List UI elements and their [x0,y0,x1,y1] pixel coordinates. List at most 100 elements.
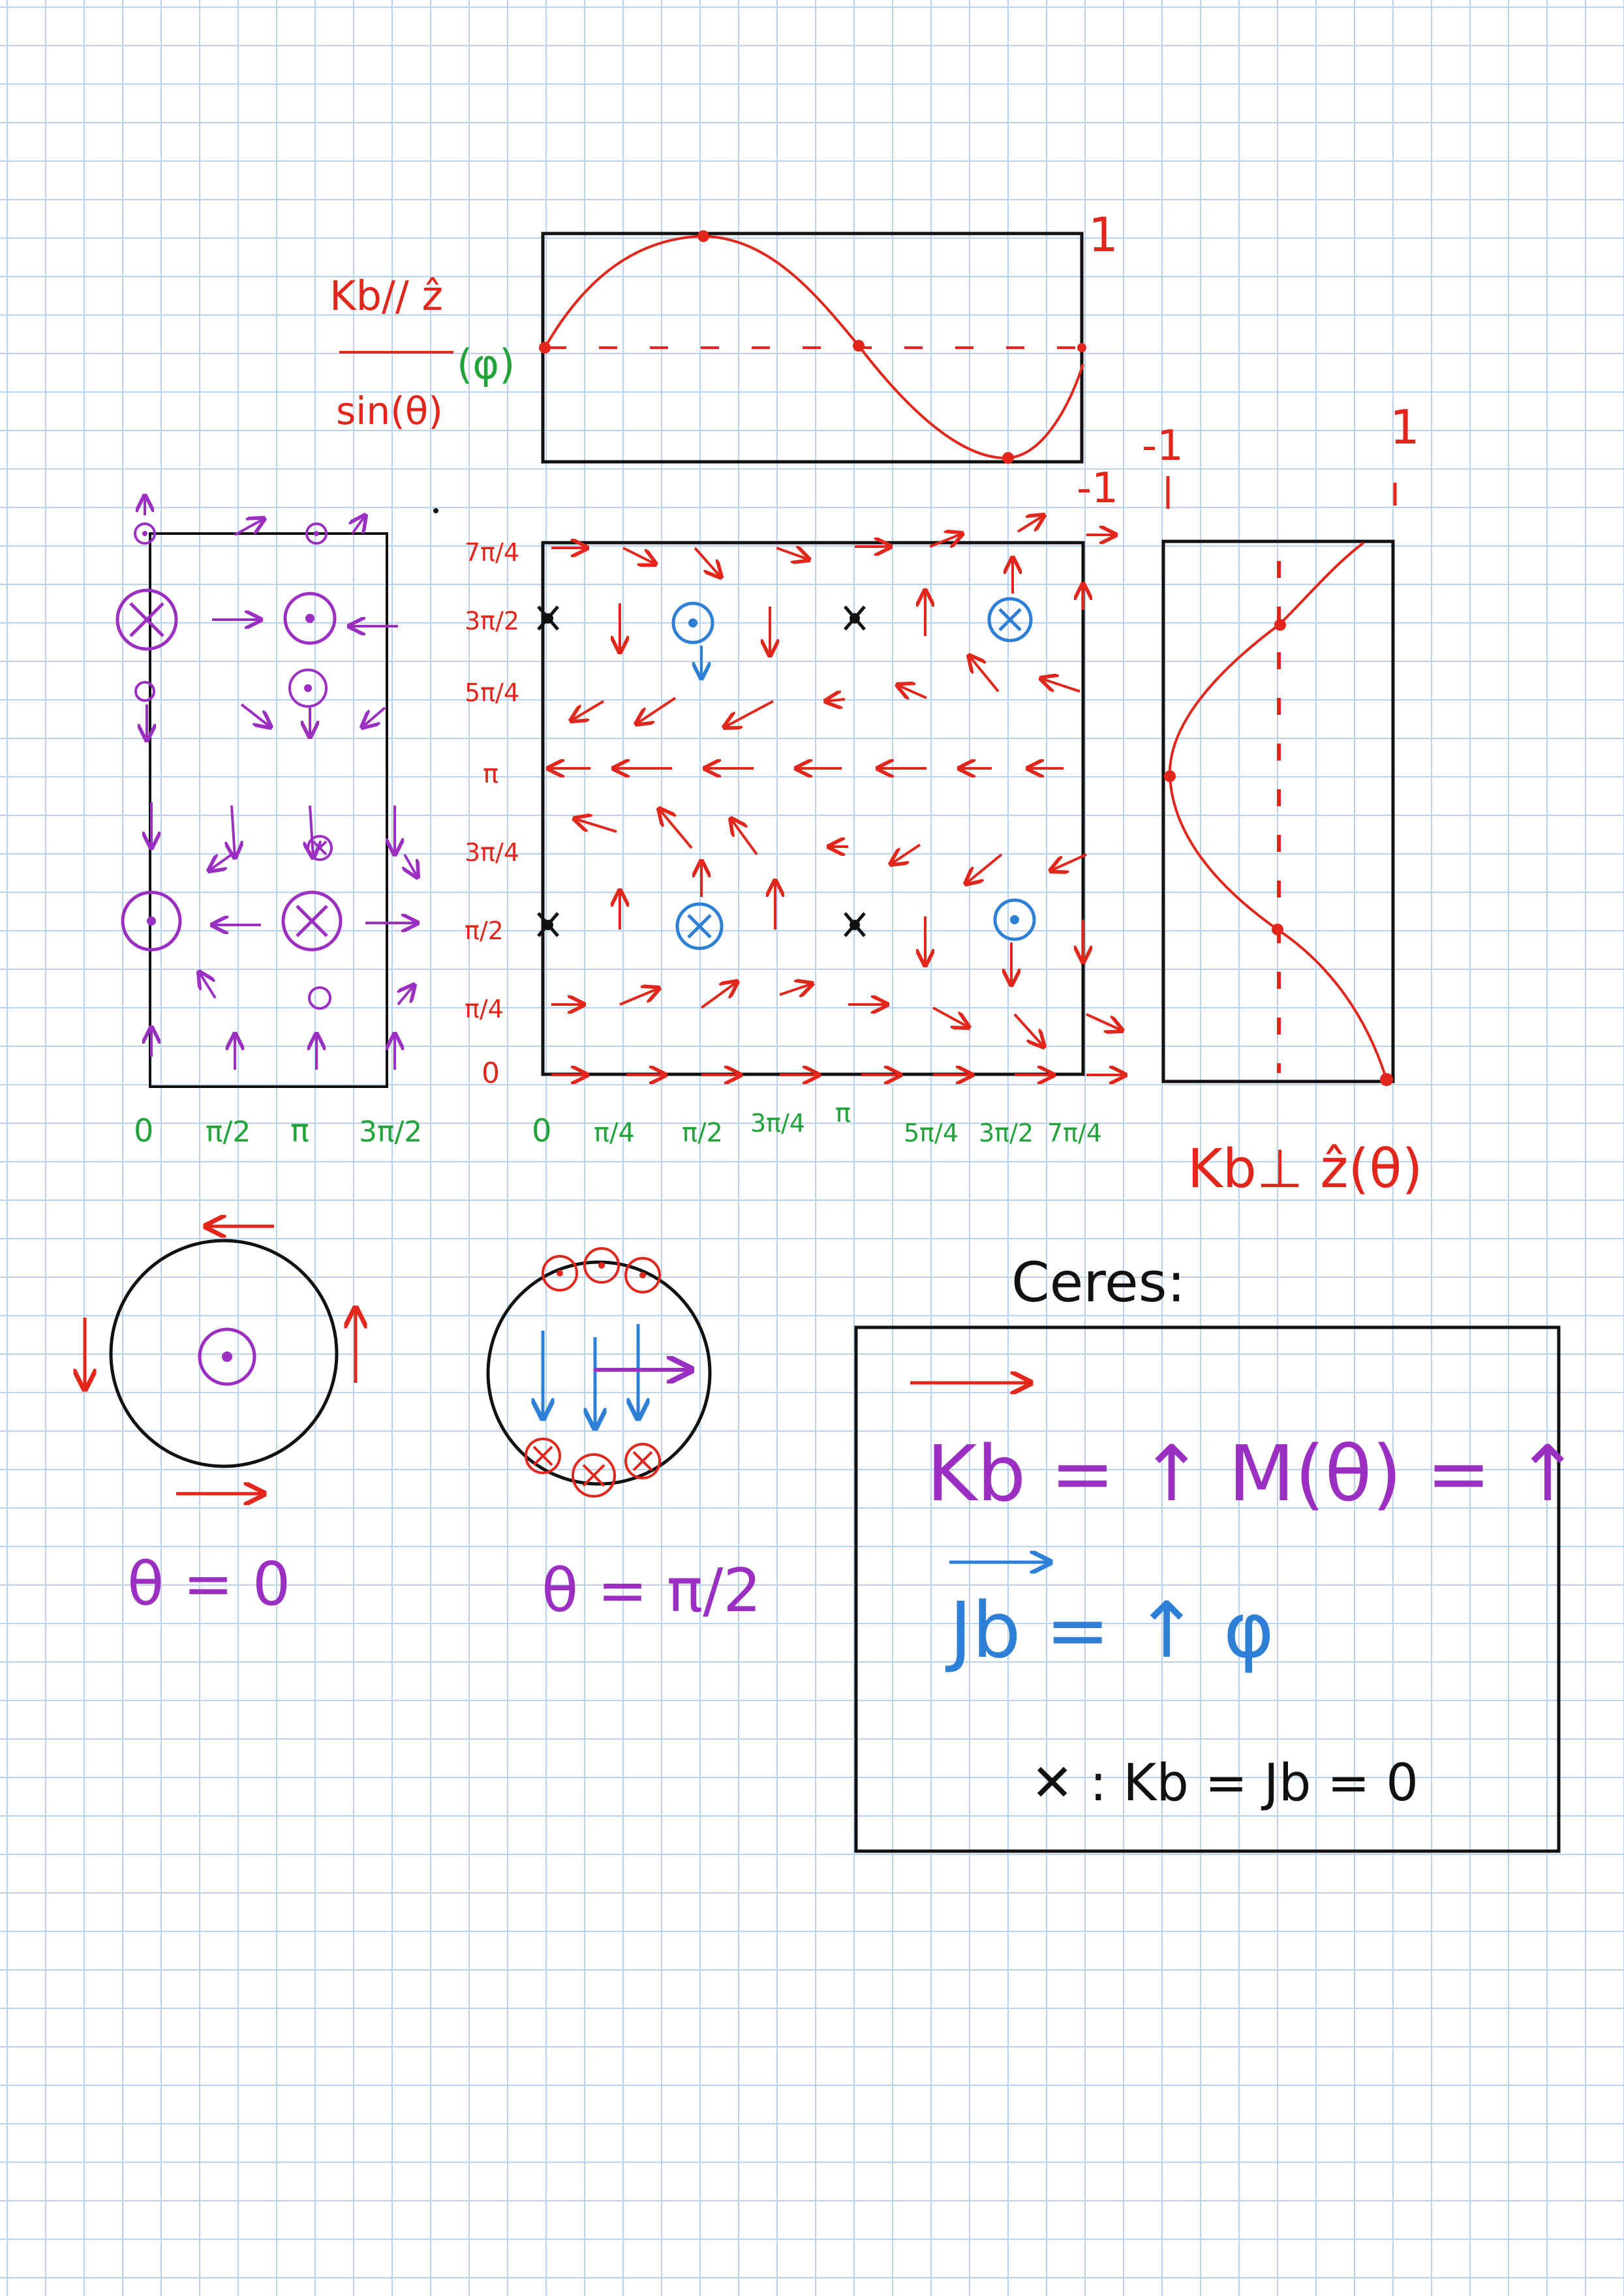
left-plot-x-tick: π/2 [206,1115,251,1149]
legend-line-2: Jb = ↑ φ [945,1585,1274,1675]
right-plot-point [1272,924,1283,935]
top-plot-point [539,342,551,354]
cross-symbol-x [129,602,164,637]
left-plot-x-tick: 3π/2 [359,1115,422,1149]
field-arrow [1013,1013,1044,1047]
center-plot-x-tick: π/4 [594,1118,635,1148]
cross-symbol-x [632,1451,653,1472]
cross-symbol-small [624,1443,661,1479]
cross-symbol-x [532,1445,553,1466]
field-arrow [636,697,677,724]
cross-symbol-x [312,840,328,856]
dot-symbol-small [583,1247,620,1284]
left-plot: 0 π/2 π 3π/2 [115,496,422,1149]
field-arrow [232,805,235,858]
current-in-symbol [987,597,1033,642]
null-point-marker [543,920,553,930]
legend-frame [854,1325,1561,1853]
field-arrow [1050,853,1087,871]
dot-symbol-small [142,531,147,536]
dot-symbol [198,1327,256,1386]
current-out-symbol [993,898,1036,941]
disk-theta-zero-label: θ = 0 [127,1549,290,1619]
field-arrow [966,853,1003,884]
field-arrow [724,700,774,727]
center-plot-x-tick: 3π/2 [979,1119,1034,1147]
center-plot-y-tick: π/4 [465,995,504,1023]
cross-symbol-small [525,1438,561,1474]
current-in-symbol-x [998,608,1022,631]
dot-symbol-small [542,1255,578,1292]
center-plot-x-tick: π/2 [682,1118,723,1148]
center-plot: 7π/4 3π/2 5π/4 π 3π/4 π/2 π/4 0 0 π/4 π/… [433,508,1126,1149]
null-point-marker [543,613,553,624]
cross-symbol-x [296,905,328,937]
dot-symbol [304,684,312,692]
field-arrow [352,515,365,535]
right-plot-point [1164,770,1176,782]
right-plot-point [1274,619,1286,631]
field-arrow [398,985,414,1006]
current-in-symbol-x [687,914,712,939]
left-plot-x-tick: π [290,1113,309,1149]
dot-symbol [283,592,337,645]
cross-symbol-small [134,681,155,702]
legend-title: Ceres: [1011,1250,1186,1314]
top-plot-point [1002,452,1014,464]
field-arrow [1041,678,1080,693]
cross-symbol [115,588,178,651]
field-arrow [405,854,418,877]
field-arrow [619,988,659,1006]
null-point-marker [850,920,860,930]
center-plot-y-tick: π/2 [465,916,504,945]
cross-symbol-small [308,986,331,1010]
field-arrow [209,853,233,871]
cross-symbol-small [307,835,333,861]
field-arrow [240,703,271,727]
dot-symbol-small [305,522,328,545]
dot-symbol-small [314,531,319,536]
top-plot-tick-min: -1 [1077,464,1118,513]
field-arrow [622,547,656,564]
field-arrow [731,819,758,856]
field-arrow [825,699,846,701]
right-plot-point [1380,1073,1393,1086]
field-arrow [659,809,693,849]
right-plot-tick-top: 1 [1390,400,1420,455]
right-plot-curve [1168,541,1388,1080]
field-arrow [932,1006,969,1027]
center-plot-y-tick: 5π/4 [465,678,519,707]
field-arrow [700,982,737,1009]
field-arrow [969,656,1000,693]
dot-symbol [222,1352,232,1362]
field-arrow [1086,1013,1122,1031]
center-plot-x-tick: 5π/4 [904,1119,958,1147]
current-out-symbol [688,618,697,627]
dot-symbol-small [624,1257,661,1293]
right-plot-xlabel: Kb⊥ ẑ(θ) [1187,1138,1423,1200]
center-plot-x-tick: 0 [532,1113,552,1149]
field-arrow [897,685,927,698]
field-arrow [574,819,617,833]
field-arrow [694,547,721,577]
current-out-symbol [671,601,714,644]
left-plot-frame [149,532,388,1088]
disk-outline [486,1260,712,1486]
field-arrow [310,805,313,858]
dot-symbol-small [598,1262,605,1269]
center-plot-frame [541,541,1085,1076]
null-point-marker [850,613,860,624]
field-arrow [199,972,217,999]
legend: Ceres: Kb = ↑ M(θ) = ↑ Jb = ↑ φ ✕ : Kb =… [854,1250,1580,1853]
field-arrow [929,534,962,547]
top-plot-point [697,230,709,242]
center-plot-x-tick: 7π/4 [1047,1119,1102,1147]
center-plot-y-tick: 0 [482,1057,500,1090]
stray-dot [433,508,438,513]
top-plot: Kb// ẑ sin(θ) (φ) 1 -1 [329,207,1118,513]
legend-line-1: Kb = ↑ M(θ) = ↑ [927,1428,1580,1518]
right-plot-frame [1161,539,1395,1083]
top-plot-point [853,340,865,352]
cross-symbol [281,890,343,952]
